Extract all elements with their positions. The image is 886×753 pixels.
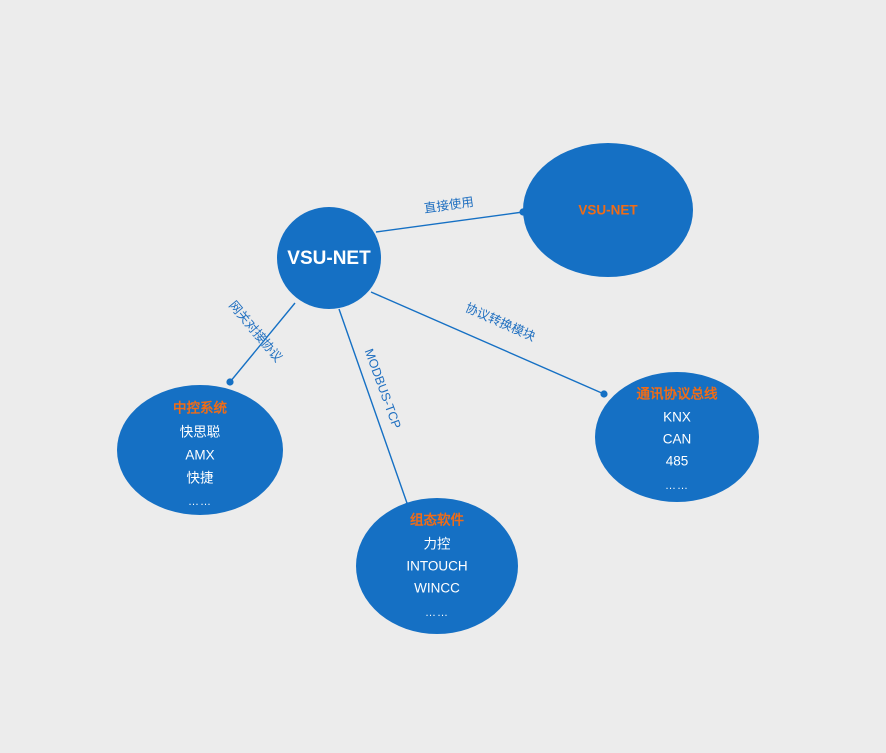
node-scada-software-ellipsis: …… [425,607,449,619]
edge-label-gateway-protocol: 网关对接协议 [226,298,286,365]
edge-line [229,302,296,383]
node-shape [117,385,283,515]
node-shape [523,143,693,277]
node-scada-software-item-1: INTOUCH [406,559,467,574]
node-shape [595,372,759,502]
node-central-control-title: 中控系统 [173,400,227,416]
edge-label-modbus-tcp: MODBUS-TCP [362,347,404,431]
edge-hub-to-central-control[interactable]: 网关对接协议 [226,298,296,386]
node-central-control-item-0: 快思聪 [180,425,221,440]
node-protocol-bus[interactable]: 通讯协议总线 KNX CAN 485 …… [595,372,759,502]
edge-endpoint-dot [226,378,234,386]
edge-hub-to-scada-software[interactable]: MODBUS-TCP [338,308,412,510]
edge-hub-to-vsu-net-right[interactable]: 直接使用 [375,194,527,233]
edge-line [338,308,409,507]
node-shape [277,207,381,309]
node-protocol-bus-item-1: CAN [663,432,692,447]
node-protocol-bus-item-0: KNX [663,410,691,425]
node-protocol-bus-ellipsis: …… [665,480,689,492]
edge-hub-to-protocol-bus[interactable]: 协议转换模块 [370,291,608,398]
node-protocol-bus-item-2: 485 [666,454,689,469]
node-hub-title: VSU-NET [287,248,371,269]
node-scada-software-item-2: WINCC [414,581,460,596]
node-vsu-net-right-title: VSU-NET [578,203,638,218]
node-scada-software-title: 组态软件 [410,512,464,528]
edge-endpoint-dot [600,390,608,398]
node-vsu-net-right[interactable]: VSU-NET [523,143,693,277]
node-shape [356,498,518,634]
node-central-control-ellipsis: …… [188,496,212,508]
node-hub-vsu-net[interactable]: VSU-NET [277,207,381,309]
node-central-control-item-2: 快捷 [187,471,214,486]
edge-line [375,211,524,233]
edge-label-direct-use: 直接使用 [423,194,475,216]
node-central-control[interactable]: 中控系统 快思聪 AMX 快捷 …… [117,385,283,515]
node-scada-software-item-0: 力控 [424,537,451,552]
node-central-control-item-1: AMX [185,448,214,463]
node-scada-software[interactable]: 组态软件 力控 INTOUCH WINCC …… [356,498,518,634]
edge-line [370,291,605,395]
node-protocol-bus-title: 通讯协议总线 [637,386,718,402]
